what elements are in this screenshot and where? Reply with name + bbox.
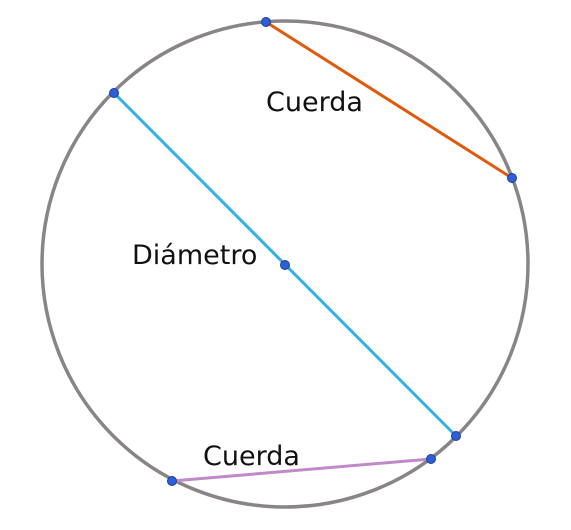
bottom-chord-end-point (426, 454, 436, 464)
diameter-end-point (451, 431, 461, 441)
bottom-chord-start-point (167, 476, 177, 486)
bottom-chord-label: Cuerda (203, 441, 300, 472)
top-chord-segment (265, 20, 513, 180)
diameter-label: Diámetro (132, 240, 257, 271)
circle-outline (40, 19, 530, 509)
diameter-start-point (109, 88, 119, 98)
top-chord-start-point (261, 17, 271, 27)
center-point (280, 260, 290, 270)
bottom-chord-segment (171, 457, 432, 483)
top-chord-label: Cuerda (266, 87, 363, 118)
top-chord-end-point (507, 173, 517, 183)
